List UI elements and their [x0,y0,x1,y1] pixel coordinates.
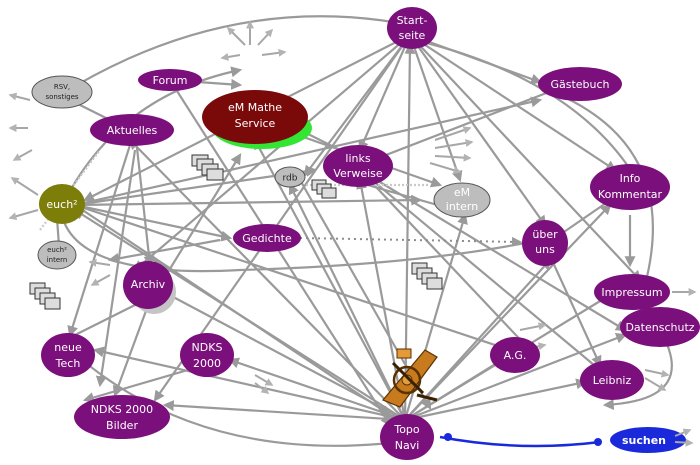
node-neue-tech-line-2: Tech [55,357,81,370]
node-archiv[interactable]: Archiv [123,261,176,314]
node-topo-navi-line-2: Navi [395,439,420,452]
node-gaestebuch[interactable]: Gästebuch [538,67,622,101]
node-aktuelles-label: Aktuelles [107,124,158,137]
node-rdb-label: rdb [283,174,298,184]
node-ag-label: A.G. [504,349,527,362]
document-stack-icon [411,262,443,290]
node-ueber-uns-line-2: uns [535,243,555,256]
node-rsv-line-1: RSV, [54,83,70,91]
node-ag[interactable]: A.G. [490,337,540,373]
node-em-intern-line-1: eM [454,186,470,199]
node-gaestebuch-label: Gästebuch [550,78,609,91]
node-info-kommentar-line-2: Kommentar [598,188,663,201]
node-links-verweise-line-2: Verweise [333,167,383,180]
node-datenschutz[interactable]: Datenschutz [620,307,700,347]
node-em-intern[interactable]: eM intern [433,182,491,218]
node-ndks-2000-line-2: 2000 [193,357,221,370]
node-euch-intern-line-1: euch² [47,246,67,254]
node-gedichte-label: Gedichte [242,232,292,245]
node-ndks-2000-bilder[interactable]: NDKS 2000 Bilder [74,395,170,439]
node-startseite[interactable]: Start- seite [387,7,437,49]
node-euch[interactable]: euch² [39,184,85,224]
node-datenschutz-label: Datenschutz [625,321,694,334]
document-stack-icon [29,282,61,310]
node-em-intern-line-2: intern [446,200,478,213]
node-archiv-label: Archiv [131,278,166,291]
node-ueber-uns[interactable]: über uns [522,220,568,266]
node-euch-intern-line-2: intern [47,256,68,264]
node-leibniz-label: Leibniz [593,374,632,387]
node-mathe-service-line-1: eM Mathe [228,101,282,114]
node-leibniz[interactable]: Leibniz [580,360,644,400]
document-stack-icon [191,154,224,181]
node-neue-tech[interactable]: neue Tech [41,333,95,377]
node-rdb[interactable]: rdb [274,166,306,188]
node-gedichte[interactable]: Gedichte [233,224,301,252]
node-euch-label: euch² [46,198,77,211]
node-rsv-line-2: sonstiges [45,93,78,101]
node-forum-label: Forum [153,74,188,87]
node-links-verweise-line-1: links [345,152,370,165]
document-stack-icon [311,179,337,199]
node-neue-tech-line-1: neue [54,341,82,354]
node-links-verweise[interactable]: links Verweise [323,145,393,187]
node-aktuelles[interactable]: Aktuelles [90,114,174,146]
node-impressum[interactable]: Impressum [594,274,670,310]
search-link [439,433,602,448]
node-info-kommentar[interactable]: Info Kommentar [590,164,670,210]
node-suchen[interactable]: suchen [610,427,694,453]
node-mathe-service[interactable]: eM Mathe Service [202,90,312,149]
node-info-kommentar-line-1: Info [620,172,641,185]
node-forum[interactable]: Forum [138,69,202,91]
node-impressum-label: Impressum [601,286,662,299]
node-ndks-2000[interactable]: NDKS 2000 [180,333,234,377]
node-ndks-bilder-line-1: NDKS 2000 [91,403,153,416]
node-ndks-2000-line-1: NDKS [192,341,223,354]
external-link-stubs [8,20,697,394]
node-ndks-bilder-line-2: Bilder [106,419,138,432]
node-startseite-line-2: seite [399,29,426,42]
node-ueber-uns-line-1: über [532,228,558,241]
node-mathe-service-line-2: Service [235,117,276,130]
node-rsv-sonstiges[interactable]: RSV, sonstiges [31,75,93,109]
node-startseite-line-1: Start- [397,14,428,27]
diagram-nodes: Start- seite Forum eM Mathe Service Gäst… [31,7,700,460]
node-topo-navi[interactable]: Topo Navi [380,414,434,460]
node-suchen-label: suchen [622,434,666,447]
node-euch-intern[interactable]: euch² intern [37,240,77,270]
node-topo-navi-line-1: Topo [393,423,420,436]
connection-lines [39,33,642,427]
sextant-icon [382,348,438,408]
